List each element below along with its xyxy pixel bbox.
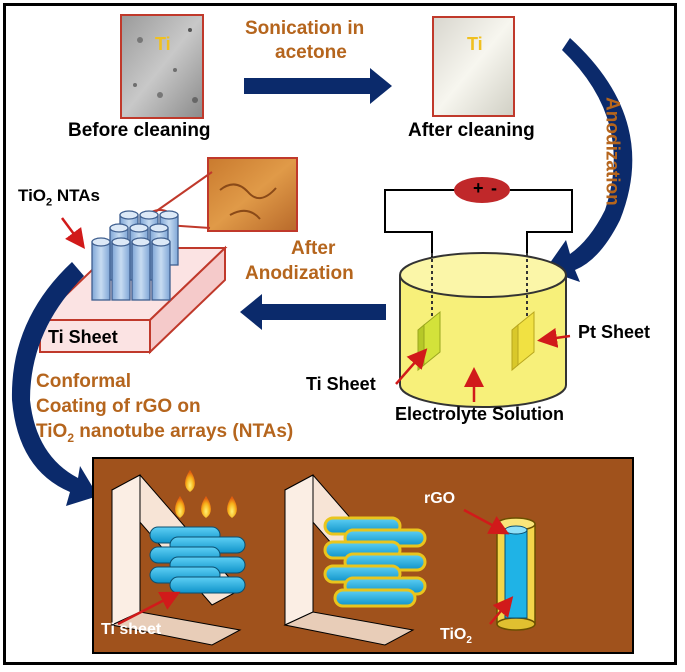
after-anodization-arrow (240, 294, 386, 330)
anodization-label: Anodization (601, 97, 623, 206)
coating-label-2: Coating of rGO on (36, 396, 201, 417)
tube-bundle-coated (323, 516, 427, 608)
before-cleaning-label: Before cleaning (68, 120, 211, 141)
rgo-coating-panel (92, 457, 634, 654)
plus-sign: + (473, 178, 484, 198)
tio2-ntas-label: TiO2 NTAs (18, 186, 101, 209)
nanotube-arrays (91, 210, 179, 301)
minus-sign: - (491, 178, 497, 198)
rgo-label: rGO (424, 490, 456, 507)
power-source (454, 177, 510, 203)
after-cleaning-label: After cleaning (408, 120, 535, 141)
tube-bundle-left (149, 526, 246, 594)
ti-sheet-bottom-label: Ti sheet (101, 621, 162, 638)
after-anodization-label-2: Anodization (245, 263, 354, 284)
coating-arrow (11, 262, 98, 506)
flame-icons (175, 470, 237, 518)
ti-sheet-beaker-label: Ti Sheet (306, 374, 376, 394)
before-ti-label: Ti (155, 34, 171, 54)
single-coated-tube (496, 517, 536, 631)
sonication-label-2: acetone (275, 42, 347, 63)
tio2-bottom-label: TiO2 (440, 626, 472, 647)
after-anodization-label-1: After (291, 238, 336, 259)
coating-label-1: Conformal (36, 371, 131, 392)
tio2-pointer-arrow (60, 217, 85, 250)
sonication-arrow (244, 68, 392, 104)
anodization-arrow (545, 38, 633, 282)
before-cleaning-image (120, 14, 204, 119)
after-cleaning-image (432, 16, 515, 117)
electrolyte-label: Electrolyte Solution (395, 404, 565, 424)
nta-zoom-image (207, 157, 298, 232)
beaker (399, 252, 567, 408)
pt-sheet-label: Pt Sheet (578, 322, 651, 342)
after-ti-label: Ti (467, 34, 483, 54)
ti-sheet-box-label: Ti Sheet (48, 327, 118, 347)
sonication-label-1: Sonication in (245, 18, 365, 39)
coating-label-3: TiO2 nanotube arrays (NTAs) (36, 421, 294, 445)
